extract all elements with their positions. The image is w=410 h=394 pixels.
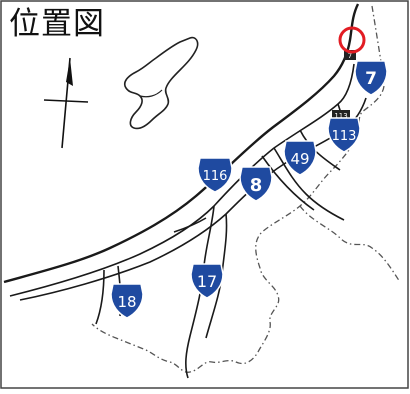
road-network [9,63,367,379]
svg-text:113: 113 [332,129,357,144]
route-shield-113: 113 [327,117,361,153]
prefecture-boundary-east [299,205,401,283]
route-shield-17: 17 [190,263,224,299]
svg-text:17: 17 [197,272,217,291]
sado-island-notch [139,89,163,98]
small-route-label-113: 113 [332,110,350,120]
svg-text:113: 113 [334,112,347,120]
map-title: 位置図 [9,6,105,42]
north-arrow-icon [43,57,89,149]
sado-island-outline [123,36,199,130]
svg-text:18: 18 [117,293,136,311]
small-route-label-7: 7 [344,50,356,60]
svg-text:49: 49 [290,150,309,168]
location-marker-icon [338,26,366,54]
route-shield-8: 8 [239,166,273,202]
route-shield-116: 116 [197,157,233,193]
svg-text:116: 116 [203,169,228,184]
route-shield-49: 49 [283,140,317,176]
route-shield-7: 7 [354,60,388,96]
prefecture-boundary [91,5,385,373]
svg-text:7: 7 [348,52,352,60]
svg-text:8: 8 [250,175,263,196]
svg-text:7: 7 [365,69,377,89]
coastline [3,3,360,284]
route-shield-18: 18 [110,283,144,319]
